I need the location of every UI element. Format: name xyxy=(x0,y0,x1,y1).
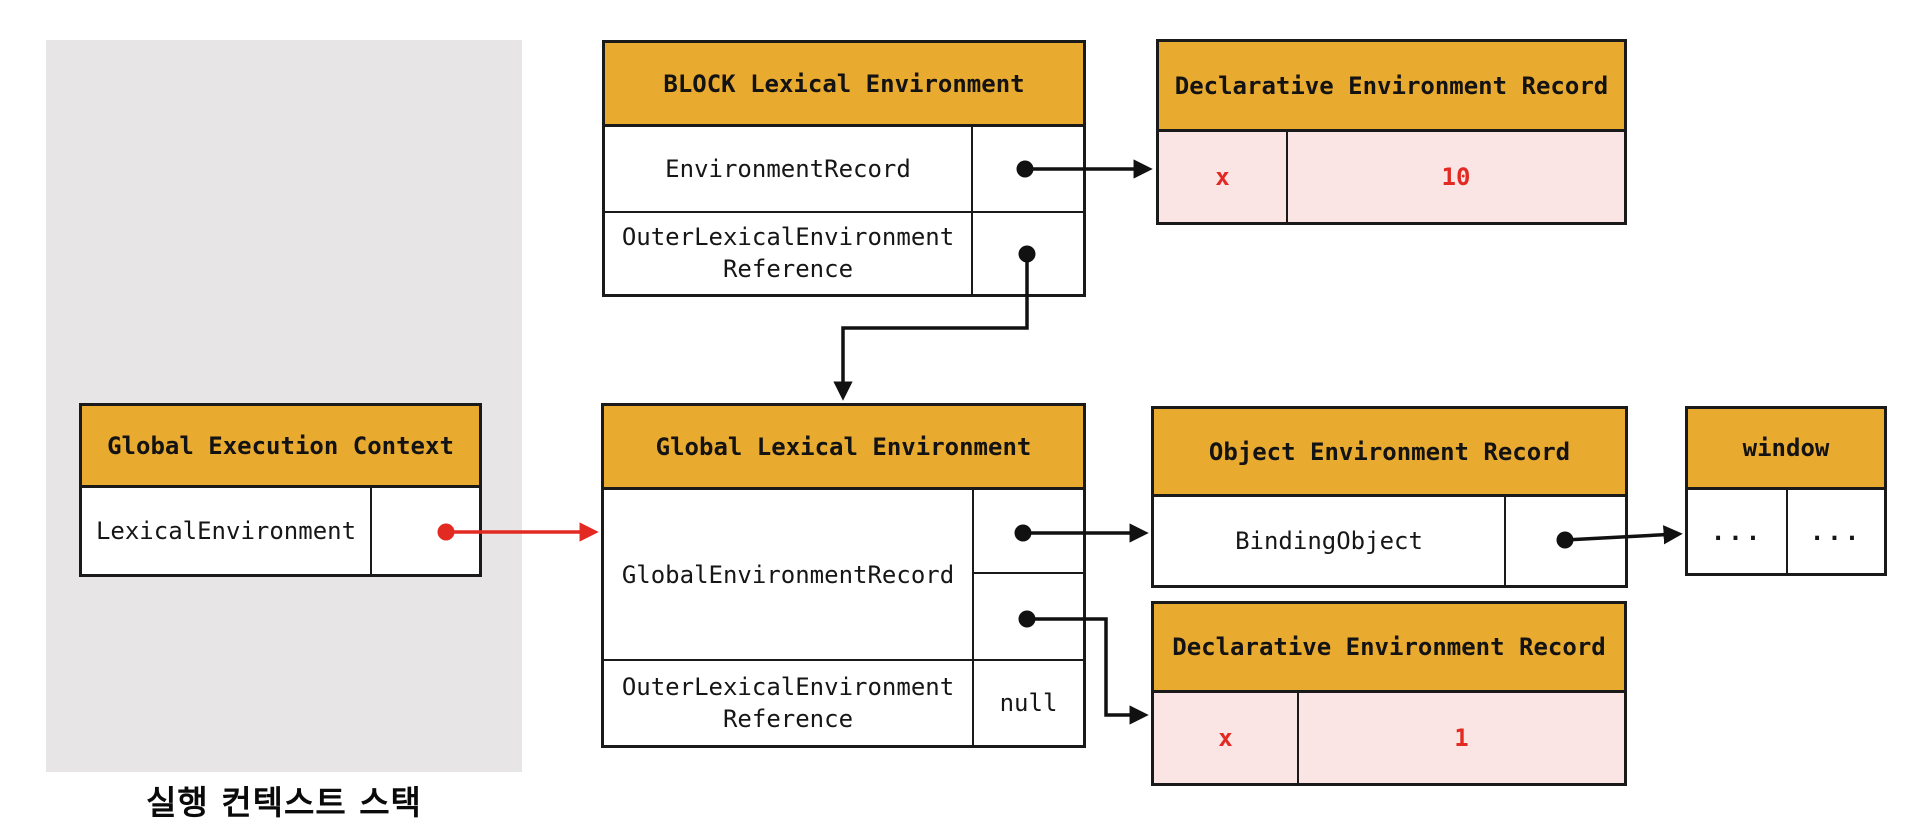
pointer-cell xyxy=(1504,497,1625,585)
window-property-cell: ... xyxy=(1710,517,1764,546)
box-body: GlobalEnvironmentRecord OuterLexicalEnvi… xyxy=(604,490,1083,745)
pointer-cell xyxy=(972,572,1083,659)
box-body: x 1 xyxy=(1154,693,1624,783)
box-title: BLOCK Lexical Environment xyxy=(605,43,1083,127)
box-title: Global Execution Context xyxy=(82,406,479,488)
window-object-box: window ... ... xyxy=(1685,406,1887,576)
box-body: EnvironmentRecord OuterLexicalEnvironmen… xyxy=(605,127,1083,294)
pointer-cell xyxy=(971,210,1083,294)
environment-record-cell: EnvironmentRecord xyxy=(665,154,911,183)
box-body: BindingObject xyxy=(1154,497,1625,585)
pointer-cell xyxy=(972,490,1083,572)
box-title: Declarative Environment Record xyxy=(1159,42,1624,132)
pointer-cell xyxy=(971,127,1083,211)
box-title: Object Environment Record xyxy=(1154,409,1625,497)
object-environment-record-box: Object Environment Record BindingObject xyxy=(1151,406,1628,588)
box-body: LexicalEnvironment xyxy=(82,488,479,574)
window-property-cell: ... xyxy=(1786,490,1884,573)
declarative-environment-record-bottom-box: Declarative Environment Record x 1 xyxy=(1151,601,1627,786)
binding-key-cell: x xyxy=(1159,132,1286,222)
null-value-cell: null xyxy=(972,659,1083,745)
box-title: Global Lexical Environment xyxy=(604,406,1083,490)
outer-lexical-environment-reference-cell: OuterLexicalEnvironment Reference xyxy=(604,659,972,745)
binding-value-cell: 10 xyxy=(1286,132,1624,222)
global-lexical-environment-box: Global Lexical Environment GlobalEnviron… xyxy=(601,403,1086,748)
box-body: x 10 xyxy=(1159,132,1624,222)
outer-lexical-environment-reference-cell: OuterLexicalEnvironment Reference xyxy=(605,210,971,295)
box-title: window xyxy=(1688,409,1884,490)
lexical-environment-cell: LexicalEnvironment xyxy=(95,517,357,545)
binding-object-cell: BindingObject xyxy=(1235,527,1423,555)
box-body: ... ... xyxy=(1688,490,1884,573)
block-lexical-environment-box: BLOCK Lexical Environment EnvironmentRec… xyxy=(602,40,1086,297)
binding-key-cell: x xyxy=(1154,693,1297,783)
binding-value-cell: 1 xyxy=(1297,693,1624,783)
global-environment-record-cell: GlobalEnvironmentRecord xyxy=(621,560,955,589)
box-title: Declarative Environment Record xyxy=(1154,604,1624,693)
stack-caption: 실행 컨텍스트 스택 xyxy=(146,783,422,822)
pointer-cell xyxy=(370,488,479,574)
declarative-environment-record-top-box: Declarative Environment Record x 10 xyxy=(1156,39,1627,225)
global-execution-context-box: Global Execution Context LexicalEnvironm… xyxy=(79,403,482,577)
